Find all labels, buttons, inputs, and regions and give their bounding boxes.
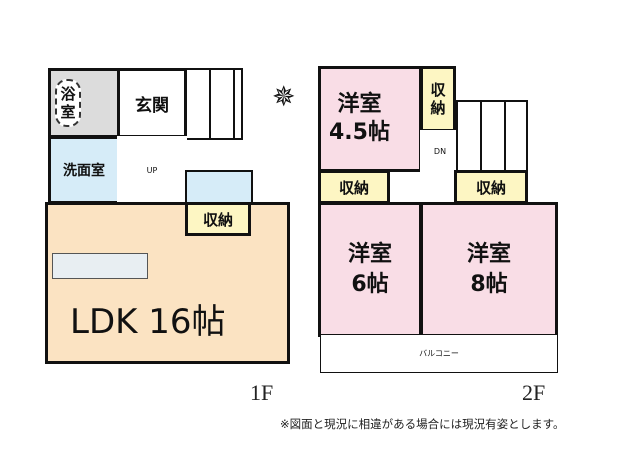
toilet bbox=[185, 170, 253, 204]
hall-2f: DN bbox=[420, 130, 460, 172]
western-room-4-5: 洋室 4.5帖 bbox=[318, 66, 422, 172]
stairs bbox=[185, 68, 243, 140]
kitchen-counter bbox=[52, 253, 148, 279]
storage-2f-2: 収納 bbox=[318, 170, 390, 204]
bathroom: 浴室 bbox=[48, 68, 120, 138]
western-room-6: 洋室 6帖 bbox=[318, 202, 422, 337]
ldk: LDK 16帖 bbox=[45, 202, 290, 364]
floor-1-label: 1F bbox=[250, 380, 274, 405]
storage-1f: 収納 bbox=[185, 202, 251, 236]
entrance: 玄関 bbox=[117, 68, 187, 138]
western-room-8: 洋室 8帖 bbox=[420, 202, 558, 337]
stairs-2f bbox=[456, 100, 528, 172]
washroom: 洗面室 bbox=[48, 136, 120, 204]
hall: UP bbox=[117, 136, 187, 204]
balcony: バルコニー bbox=[320, 335, 558, 373]
storage-2f-3: 収納 bbox=[454, 170, 528, 204]
storage-2f-1: 収納 bbox=[420, 66, 456, 132]
compass-icon: ✵ bbox=[272, 80, 296, 113]
floor-2-label: 2F bbox=[522, 380, 546, 405]
disclaimer-note: ※図面と現況に相違がある場合には現況有姿とします。 bbox=[280, 417, 565, 431]
